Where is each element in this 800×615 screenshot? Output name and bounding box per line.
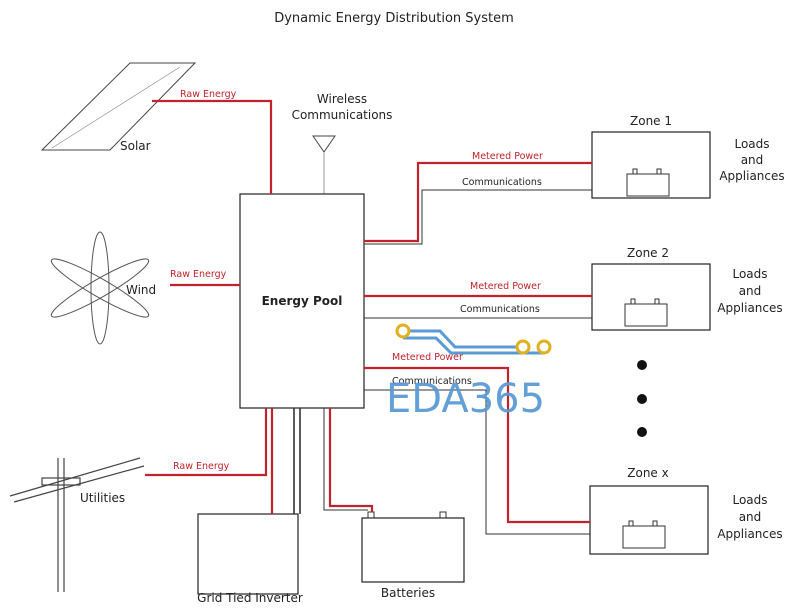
wireless-label-line1: Wireless [317,92,367,106]
zone-1-communications-label: Communications [462,177,542,188]
zone-2-metered-power-label: Metered Power [470,281,541,292]
zone-1-loads-line3: Appliances [719,169,784,183]
utilities-label: Utilities [80,491,125,505]
batteries-power-line [328,408,374,512]
utilities-power-line [145,408,268,477]
zone-2-loads-line1: Loads [732,267,767,281]
zone-2-box [591,263,711,331]
zone-x-metered-power-label: Metered Power [392,352,463,363]
batteries-comm-line [323,408,368,511]
zone-2-communications-label: Communications [460,304,540,315]
batteries-label: Batteries [381,586,435,600]
zone-x-loads-line1: Loads [732,493,767,507]
eda365-watermark-text: EDA365 [386,376,545,422]
solar-power-line [152,99,273,194]
continuation-dot [637,394,647,404]
batteries-box [361,517,465,583]
eda365-watermark-logo: EDA365 [386,323,552,422]
zone-x-communications-label: Communications [392,376,472,387]
zone-x-loads-line3: Appliances [717,527,782,541]
zone-x-label: Zone x [627,466,668,480]
zone-1-metered-power-label: Metered Power [472,151,543,162]
zone-1-box [591,131,711,199]
zone-1-comm-line [364,189,592,245]
zone-x-comm-line [364,389,590,535]
grid-tied-inverter-label: Grid Tied Inverter [197,591,303,605]
wind-raw-energy-label: Raw Energy [170,269,227,280]
zone-1-loads-line2: and [741,153,764,167]
antenna-icon [312,135,336,153]
zone-x-power-line [364,366,590,524]
zone-1-loads-line1: Loads [734,137,769,151]
diagram-title: Dynamic Energy Distribution System [274,11,514,26]
grid-tied-inverter-box [197,513,299,595]
solar-raw-energy-label: Raw Energy [180,89,237,100]
wind-turbine-icon [50,231,150,345]
continuation-dot [637,360,647,370]
zone-x-box [589,485,709,555]
energy-pool-label: Energy Pool [262,294,343,308]
continuation-dot [637,427,647,437]
zone-2-loads-line3: Appliances [717,301,782,315]
zone-x-appliance-icon [622,525,666,549]
energy-pool-box [239,193,365,409]
solar-panel [40,62,197,151]
utilities-raw-energy-label: Raw Energy [173,461,230,472]
zone-x-loads-line2: and [739,510,762,524]
zone-1-label: Zone 1 [630,114,672,128]
zone-2-label: Zone 2 [627,246,669,260]
solar-label: Solar [120,139,151,153]
zone-1-power-line [364,161,592,243]
utility-pole-icon [9,457,145,592]
wind-label: Wind [126,283,156,297]
zone-2-appliance-icon [624,303,668,327]
zone-2-loads-line2: and [739,284,762,298]
zone-1-appliance-icon [626,173,670,197]
wireless-label-line2: Communications [292,108,393,122]
